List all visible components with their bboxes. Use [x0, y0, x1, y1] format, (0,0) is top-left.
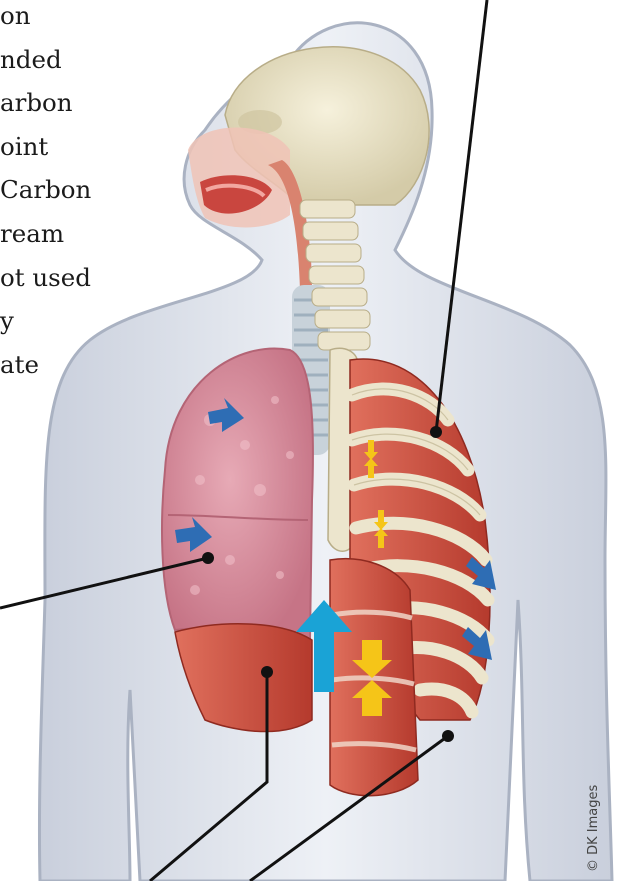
- caption-line: oint: [0, 125, 120, 169]
- caption-line: y: [0, 299, 120, 343]
- caption-line: nded: [0, 38, 120, 82]
- caption-line: arbon: [0, 81, 120, 125]
- caption-line: ot used: [0, 256, 120, 300]
- nasal-oral-cavity: [188, 128, 290, 228]
- caption-text: on nded arbon oint Carbon ream ot used y…: [0, 0, 120, 386]
- caption-line: Carbon: [0, 168, 120, 212]
- caption-line: ream: [0, 212, 120, 256]
- caption-line: on: [0, 0, 120, 38]
- image-credit: © DK Images: [586, 785, 601, 872]
- abdominal-muscle: [330, 559, 418, 796]
- caption-line: ate: [0, 343, 120, 387]
